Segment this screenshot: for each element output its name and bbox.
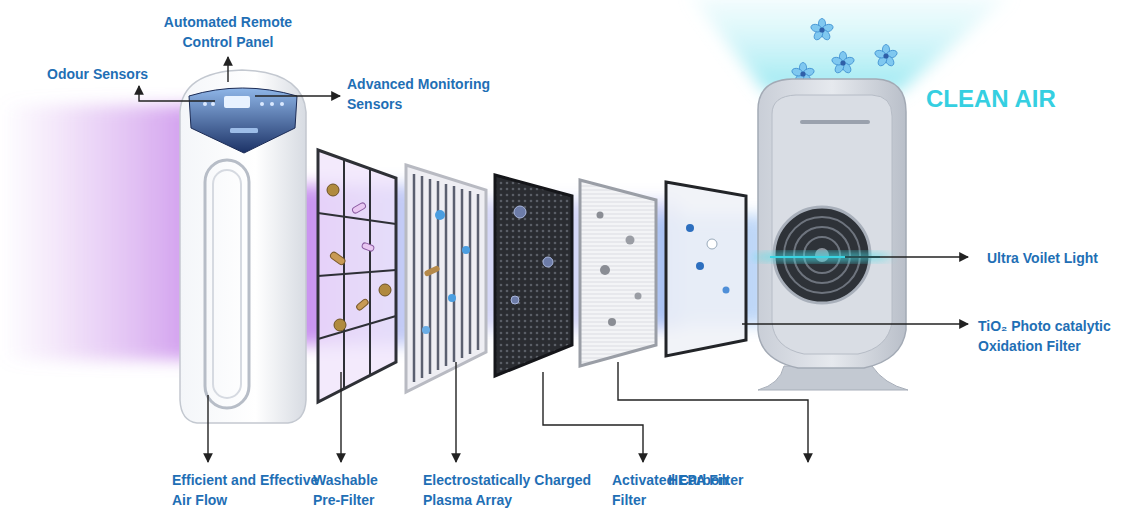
particle <box>379 284 391 296</box>
pre-filter <box>318 150 396 402</box>
particle <box>686 224 694 232</box>
callout-label: HEPA Filter <box>668 470 743 490</box>
panel-button <box>203 102 207 106</box>
particle <box>462 246 470 254</box>
particle <box>608 318 616 326</box>
flower-icon <box>874 45 898 68</box>
control-panel <box>189 88 297 153</box>
stand-base <box>758 366 908 390</box>
air-slot <box>213 170 241 398</box>
particle <box>351 202 366 214</box>
housing-shell <box>180 70 306 423</box>
display-screen <box>224 96 250 108</box>
particle <box>511 296 519 304</box>
particle <box>423 265 440 277</box>
particle <box>448 294 456 302</box>
housing-inner <box>772 95 892 354</box>
particle <box>355 298 369 311</box>
leader-line <box>845 256 968 257</box>
particle <box>635 293 642 300</box>
filter-frame <box>666 182 746 356</box>
callout-label: Washable Pre-Filter <box>313 470 397 510</box>
callout-label: Advanced Monitoring Sensors <box>347 74 517 114</box>
particle <box>435 210 445 220</box>
panel-button <box>260 102 264 106</box>
particle <box>707 239 717 249</box>
hepa-filter <box>580 180 656 366</box>
flower-icon <box>810 19 834 42</box>
leader-line <box>340 372 341 462</box>
leader-line <box>742 323 968 324</box>
callout-label: TiO₂ Photo catalytic Oxidation Filter <box>978 316 1123 356</box>
leader-line <box>255 95 340 96</box>
air-slot <box>205 160 249 408</box>
particle <box>334 319 346 331</box>
panel-button <box>280 102 284 106</box>
particle <box>514 206 526 218</box>
filter-grid <box>318 316 396 339</box>
front-housing <box>180 70 306 423</box>
panel-button <box>270 102 274 106</box>
callout-label: Odour Sensors <box>47 64 148 84</box>
leader-line <box>618 362 808 462</box>
particle <box>422 326 430 334</box>
callout-label: Efficient and Effective Air Flow <box>172 470 322 510</box>
leader-line <box>139 86 215 101</box>
filter-frame <box>495 175 572 376</box>
callout-label: Electrostatically Charged Plasma Array <box>423 470 595 510</box>
carbon-filter <box>495 175 572 376</box>
heading-label: CLEAN AIR <box>926 84 1056 114</box>
filter-frame <box>406 165 486 392</box>
particle <box>543 257 553 267</box>
particle <box>626 236 635 245</box>
plasma-slats <box>414 174 478 382</box>
panel-button <box>211 102 215 106</box>
particle <box>696 262 704 270</box>
back-housing <box>752 79 908 390</box>
filter-frame <box>580 180 656 366</box>
filter-grid <box>318 270 396 276</box>
housing-vent <box>800 120 870 124</box>
plasma-array <box>406 165 486 392</box>
leader-line <box>227 57 228 82</box>
clean-air <box>690 0 1010 92</box>
leader-lines <box>139 57 968 462</box>
panel-badge <box>230 128 258 133</box>
particle <box>723 287 730 294</box>
leader-line <box>543 372 643 462</box>
tio2-filter <box>666 182 746 356</box>
particle <box>361 242 374 252</box>
particle <box>600 265 610 275</box>
leader-line <box>455 362 456 462</box>
callout-label: Ultra Voilet Light <box>987 248 1098 268</box>
leader-line <box>207 395 208 462</box>
particle <box>327 184 339 196</box>
flower-icon <box>831 52 855 75</box>
particle <box>329 251 346 266</box>
filter-grid <box>318 213 396 224</box>
filter-frame <box>318 150 396 402</box>
callout-label: Automated Remote Control Panel <box>143 12 313 52</box>
particle <box>597 212 604 219</box>
